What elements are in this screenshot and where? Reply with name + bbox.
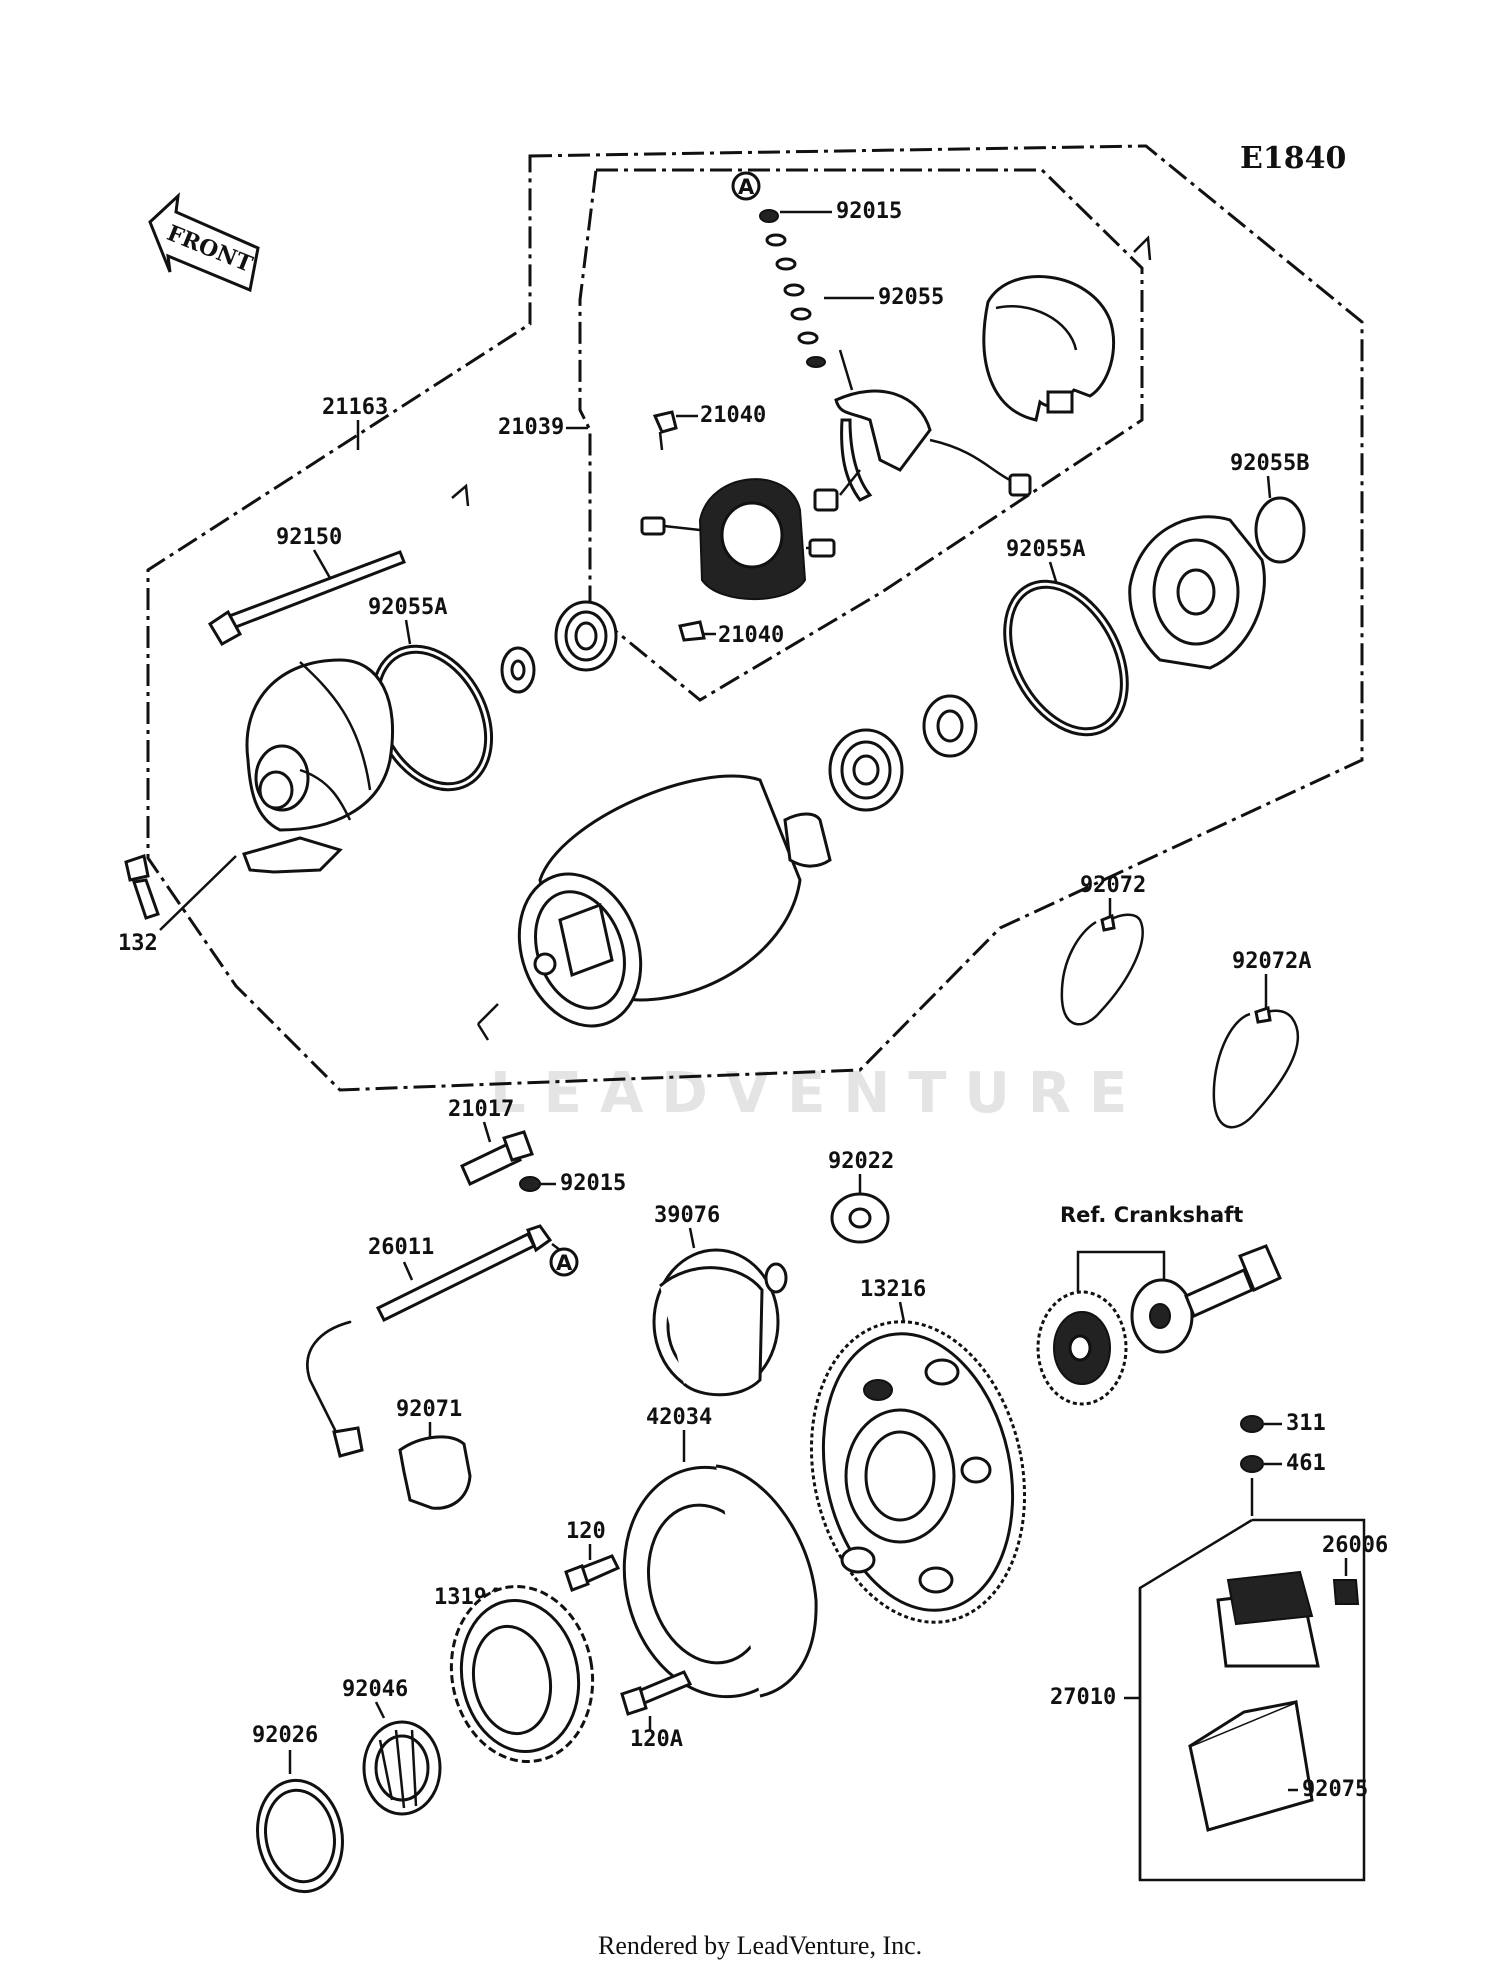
bearing-upper	[554, 600, 618, 672]
brush-plate	[813, 349, 1032, 512]
svg-text:Ref. Crankshaft: Ref. Crankshaft	[1060, 1203, 1243, 1227]
part-label-92055b: 92055B	[1230, 451, 1309, 476]
footer-text: Rendered by LeadVenture, Inc.	[598, 1931, 922, 1960]
svg-text:A: A	[556, 1251, 573, 1275]
part-label-13216: 13216	[860, 1277, 926, 1302]
crankshaft-bolt	[1184, 1244, 1282, 1319]
washer-461	[1240, 1455, 1264, 1473]
relay-group-box	[1138, 1518, 1253, 1880]
terminal-21017	[460, 1130, 534, 1187]
starter-assembly-boundary	[146, 144, 1364, 1092]
o-ring-92055b	[1254, 496, 1306, 564]
part-label-120: 120	[566, 1519, 606, 1544]
callout-a-lower: A	[549, 1247, 579, 1277]
part-label-92026: 92026	[252, 1723, 318, 1748]
part-label-461: 461	[1286, 1451, 1326, 1476]
part-label-26006: 26006	[1322, 1533, 1388, 1558]
circlip-92072	[1060, 913, 1144, 1026]
part-label-92072: 92072	[1080, 873, 1146, 898]
armature	[517, 774, 832, 1028]
terminal-clip-lower	[678, 620, 706, 642]
rubber-boot	[398, 1435, 472, 1510]
part-label-92075: 92075	[1302, 1777, 1368, 1802]
watermark: LEADVENTURE	[490, 1061, 1145, 1126]
svg-text:A: A	[738, 175, 755, 199]
part-label-92022: 92022	[828, 1149, 894, 1174]
part-label-311: 311	[1286, 1411, 1326, 1436]
diagram-code: E1840	[1240, 141, 1346, 176]
part-label-132: 132	[118, 931, 158, 956]
fuse-26006	[1332, 1579, 1360, 1605]
bearing-lower	[828, 728, 904, 812]
front-cover	[242, 658, 395, 874]
terminal-clip-upper	[652, 410, 678, 451]
washer-92026	[256, 1778, 344, 1894]
nut-311	[1240, 1415, 1264, 1433]
clutch-gear	[449, 1584, 595, 1764]
needle-bearing	[362, 1720, 442, 1816]
part-label-120a: 120A	[630, 1727, 683, 1752]
crankshaft-gear	[1036, 1290, 1128, 1406]
callout-a-top: A	[731, 171, 761, 201]
clutch-housing	[622, 1464, 818, 1699]
rear-cover	[1128, 515, 1266, 670]
part-label-92055: 92055	[878, 285, 944, 310]
brush-holder	[640, 478, 836, 601]
brush-holder-boundary	[578, 168, 1144, 702]
circlip-92072a	[1212, 1009, 1300, 1129]
part-label-92055a_left: 92055A	[368, 595, 447, 620]
starter-gear	[809, 1320, 1027, 1624]
part-label-92015_mid: 92015	[560, 1171, 626, 1196]
part-label-27010: 27010	[1050, 1685, 1116, 1710]
part-label-26011: 26011	[368, 1235, 434, 1260]
washer-stack	[759, 209, 826, 368]
relay-upper	[1216, 1570, 1320, 1668]
relay-cover	[1188, 1699, 1314, 1832]
crankshaft-washer	[1130, 1278, 1194, 1354]
bolt-120a	[620, 1670, 693, 1716]
long-bolt	[207, 550, 406, 647]
brush-ring	[982, 275, 1115, 422]
bolt-120	[564, 1554, 621, 1592]
washer-lower	[922, 694, 978, 758]
part-label-92046: 92046	[342, 1677, 408, 1702]
part-label-42034: 42034	[646, 1405, 712, 1430]
starter-clutch	[652, 1248, 788, 1397]
part-label-92055a_right: 92055A	[1006, 537, 1085, 562]
part-label-21039: 21039	[498, 415, 564, 440]
front-arrow-icon: FRONT	[148, 192, 260, 293]
part-label-92150: 92150	[276, 525, 342, 550]
starter-cable	[306, 1224, 553, 1458]
part-label-92015_top: 92015	[836, 199, 902, 224]
part-label-21163: 21163	[322, 395, 388, 420]
part-label-21040_a: 21040	[700, 403, 766, 428]
part-label-92072a: 92072A	[1232, 949, 1311, 974]
bolt-132	[124, 854, 160, 920]
part-label-39076: 39076	[654, 1203, 720, 1228]
part-label-21017: 21017	[448, 1097, 514, 1122]
washer-92015-mid	[519, 1176, 541, 1192]
part-label-92071: 92071	[396, 1397, 462, 1422]
part-label-21040_b: 21040	[718, 623, 784, 648]
